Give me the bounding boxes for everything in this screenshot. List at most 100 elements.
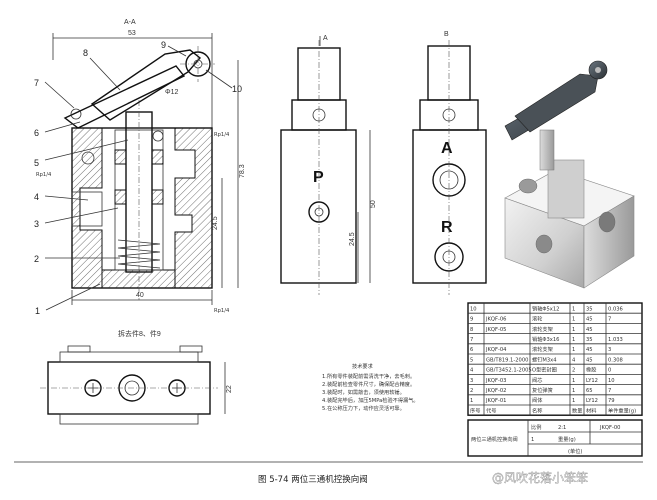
- bom-cell: 0: [608, 368, 611, 374]
- bom-cell: 橡胶: [586, 366, 596, 374]
- watermark: @风吹花落小笨笨: [492, 470, 588, 485]
- bom-cell: JKQF-01: [485, 398, 506, 404]
- bom-cell: 4: [572, 357, 576, 363]
- bom-cell: 1: [572, 398, 575, 404]
- bom-cell: 1: [572, 306, 575, 312]
- bom-cell: 1: [572, 347, 575, 353]
- bom-cell: 1: [470, 398, 473, 404]
- notes-title: 技术要求: [352, 362, 374, 370]
- title-code: JKQF-00: [599, 425, 620, 431]
- port-r-label: R: [441, 219, 453, 236]
- bom-cell: 1: [572, 378, 575, 384]
- bom-cell: 滚轮支架: [532, 325, 553, 333]
- bom-cell: GB/T3452.1-2005: [486, 368, 532, 374]
- rp-right-label: Rp1/4: [214, 132, 230, 138]
- bom-cell: 7: [608, 388, 611, 394]
- bom-cell: GB/T819.1-2000: [486, 357, 528, 363]
- bom-cell: 销轴Φ3x16: [532, 335, 559, 343]
- bom-header-cell: 代号: [486, 406, 496, 414]
- dim-50: 50: [370, 200, 377, 208]
- bom-header-cell: 序号: [470, 406, 480, 414]
- bom-cell: 9: [470, 317, 473, 323]
- figure-caption: 图 5-74 两位三通机控换向阀: [258, 474, 368, 485]
- notes-line-4: 4.装配完毕后，加压5MPa检验不得漏气。: [322, 396, 419, 404]
- bom-cell: 45: [586, 347, 593, 353]
- bom-cell: O型密封圈: [532, 366, 557, 374]
- dim-phi12: Φ12: [165, 89, 178, 96]
- title-block: 两位三通机控换向阀 比例 2:1 1 重量(g) JKQF-00 (单位): [467, 419, 643, 457]
- technical-notes: 技术要求 1.所有零件装配前需清洗干净，去毛刺。 2.装配前检查零件尺寸，确保配…: [322, 362, 419, 412]
- bom-cell: 滚轮支架: [532, 345, 553, 353]
- view-b-label: B: [444, 31, 449, 38]
- bottom-view: 拆去件8、件9 22: [40, 329, 233, 425]
- rp-bottom-label: Rp1/4: [214, 308, 230, 314]
- callout-10: 10: [232, 84, 242, 94]
- bom-cell: 10: [608, 378, 615, 384]
- bom-cell: 0.308: [608, 357, 623, 363]
- bom-cell: 3: [470, 378, 473, 384]
- callout-3: 3: [34, 219, 39, 229]
- bom-cell: 销轴Φ5x12: [532, 304, 559, 312]
- bom-cell: 5: [470, 357, 473, 363]
- callout-8: 8: [83, 48, 88, 58]
- bom-cell: 0.036: [608, 306, 623, 312]
- dim-bottom-width: 40: [136, 292, 144, 299]
- weight-label: 重量(g): [558, 435, 576, 443]
- dim-22: 22: [226, 385, 233, 393]
- bom-cell: LY12: [586, 398, 598, 404]
- bom-cell: 45: [586, 357, 593, 363]
- ratio-label: 比例: [531, 423, 541, 431]
- bom-cell: JKQF-05: [485, 327, 506, 333]
- bom-cell: 1: [572, 388, 575, 394]
- bom-cell: JKQF-04: [485, 347, 507, 353]
- unit-label: (单位): [568, 447, 582, 455]
- bom-cell: 复位弹簧: [532, 386, 553, 394]
- callout-4: 4: [34, 192, 39, 202]
- notes-line-1: 1.所有零件装配前需清洗干净，去毛刺。: [322, 372, 415, 380]
- bom-cell: 8: [470, 327, 473, 333]
- bom-cell: 2: [470, 388, 473, 394]
- dim-24-5b: 24.5: [349, 232, 356, 246]
- bom-header-cell: 名称: [532, 406, 542, 414]
- bom-cell: JKQF-03: [485, 378, 506, 384]
- sheet-value: 1: [531, 437, 534, 443]
- bom-cell: 45: [586, 317, 593, 323]
- callout-1: 1: [35, 306, 40, 316]
- side-view-p: A P 50 24.5: [280, 35, 377, 295]
- bom-cell: 4: [470, 368, 474, 374]
- bom-frame: [467, 302, 643, 416]
- bottom-view-note: 拆去件8、件9: [118, 329, 161, 338]
- bom-cell: 6: [470, 347, 473, 353]
- section-label: A-A: [124, 19, 136, 26]
- dim-top-width: 53: [128, 30, 136, 37]
- front-view-ar: B A R: [412, 31, 487, 295]
- dim-24-5: 24.5: [212, 216, 219, 230]
- bom-header-cell: 材料: [586, 406, 596, 414]
- notes-line-5: 5.在公称压力下，动作应灵活可靠。: [322, 404, 405, 412]
- bom-cell: 阀芯: [532, 376, 542, 384]
- callout-9: 9: [161, 40, 166, 50]
- bom-cell: 1: [572, 317, 575, 323]
- bom-cell: 3: [608, 347, 611, 353]
- bom-cell: 1.033: [608, 337, 623, 343]
- view-a-arrow-label: A: [323, 35, 328, 42]
- port-p-label: P: [313, 169, 324, 186]
- bom-cell: 45: [586, 327, 593, 333]
- dim-height: 78.3: [239, 164, 246, 178]
- callout-2: 2: [34, 254, 39, 264]
- bom-cell: 35: [586, 337, 593, 343]
- bom-header-cell: 单件重量(g): [608, 406, 636, 414]
- notes-line-2: 2.装配前检查零件尺寸，确保配合精度。: [322, 380, 415, 388]
- bom-cell: LY12: [586, 378, 598, 384]
- bom-cell: 滚轮: [532, 315, 542, 323]
- bom-cell: 35: [586, 306, 593, 312]
- bom-cell: 7: [608, 317, 611, 323]
- bom-cell: 10: [470, 306, 477, 312]
- port-a-label: A: [441, 140, 453, 157]
- ratio-value: 2:1: [558, 425, 566, 431]
- callout-7: 7: [34, 78, 39, 88]
- bom-cell: 阀体: [532, 396, 543, 404]
- bom-cell: 65: [586, 388, 593, 394]
